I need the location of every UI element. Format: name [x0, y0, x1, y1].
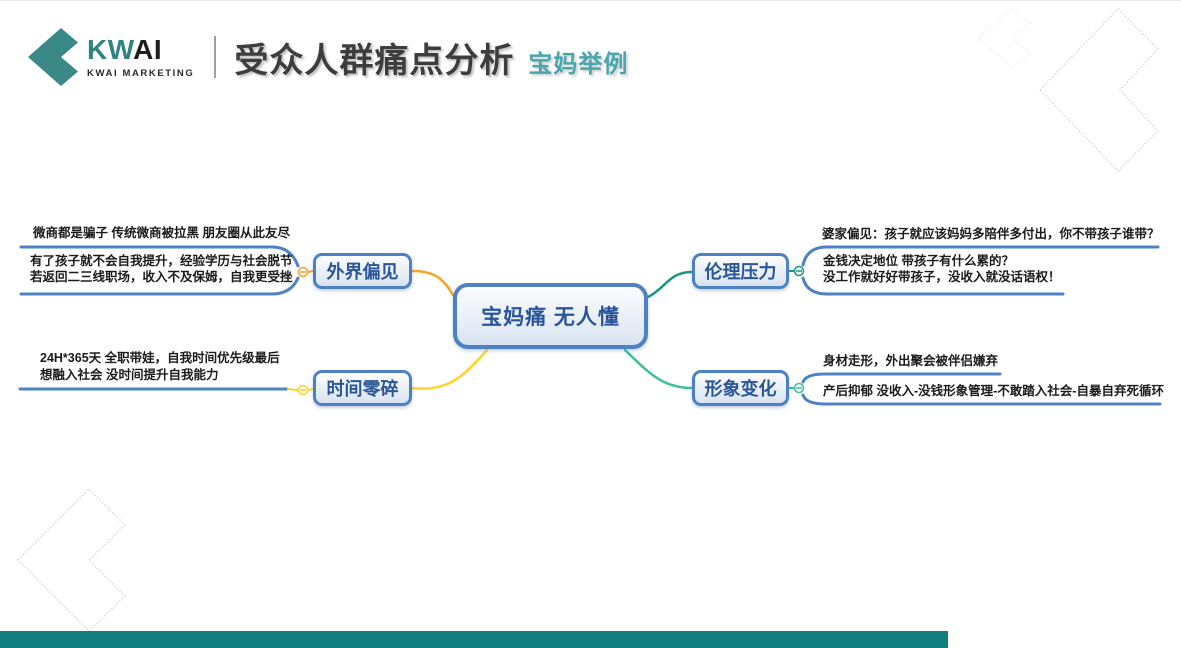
collapse-toggle-lunli[interactable]	[793, 265, 805, 277]
child-line: 没工作就好好带孩子，没收入就没话语权！	[823, 270, 1061, 284]
child-text-waijie-1: 微商都是骗子 传统微商被拉黑 朋友圈从此友尽	[33, 225, 290, 241]
mindmap-topic-lunli: 伦理压力	[692, 253, 789, 289]
header: KWAI KWAI MARKETING 受众人群痛点分析 宝妈举例	[28, 27, 628, 87]
brand-subtitle: KWAI MARKETING	[87, 67, 195, 79]
kwai-watermark-outline-bottomleft	[16, 487, 127, 633]
kwai-watermark-outline-topright	[1038, 7, 1160, 173]
mindmap-center-node: 宝妈痛 无人懂	[453, 283, 648, 349]
child-line: 身材走形，外出聚会被伴侣嫌弃	[823, 354, 999, 368]
child-text-waijie-2: 有了孩子就不会自我提升，经验学历与社会脱节若返回二三线职场，收入不及保姆，自我更…	[30, 253, 293, 285]
mindmap-topic-waijie: 外界偏见	[313, 253, 412, 289]
child-underline-waijie-1	[19, 245, 300, 268]
branch-curve-lunli	[646, 270, 694, 299]
kwai-logo-icon	[28, 28, 78, 86]
title-row: 受众人群痛点分析 宝妈举例	[234, 33, 628, 82]
mindmap-topic-xingxiang: 形象变化	[692, 370, 789, 406]
child-underline-xingxiang-1	[801, 372, 1002, 384]
child-underline-lunli-1	[801, 245, 1160, 267]
child-underline-waijie-2	[19, 276, 300, 296]
child-line: 金钱决定地位 带孩子有什么累的？	[823, 254, 1014, 268]
toggle-link-shijian-right	[307, 388, 314, 391]
child-text-lunli-2: 金钱决定地位 带孩子有什么累的？ 没工作就好好带孩子，没收入就没话语权！	[823, 253, 1061, 285]
child-line: 有了孩子就不会自我提升，经验学历与社会脱节	[30, 254, 293, 268]
branch-curve-xingxiang	[623, 348, 694, 390]
child-line: 婆家偏见：孩子就应该妈妈多陪伴多付出，你不带孩子谁带？	[822, 227, 1160, 241]
collapse-toggle-xingxiang[interactable]	[793, 382, 805, 394]
branch-curve-shijian	[408, 348, 489, 390]
child-underline-lunli-2	[801, 276, 1065, 296]
toggle-link-waijie	[307, 270, 314, 273]
brand-name: KWAI	[87, 33, 194, 65]
collapse-toggle-shijian[interactable]	[297, 384, 309, 396]
child-line: 产后抑郁 没收入-没钱形象管理-不敢踏入社会-自暴自弃死循环	[823, 384, 1164, 398]
brand-ai: AI	[133, 33, 163, 65]
brand-kw: KW	[87, 33, 134, 65]
child-line: 想融入社会 没时间提升自我能力	[40, 368, 219, 382]
header-divider	[214, 36, 217, 78]
page-title: 受众人群痛点分析	[234, 41, 515, 80]
child-underline-xingxiang-2	[801, 393, 1162, 406]
mindmap-topic-shijian: 时间零碎	[313, 370, 412, 406]
toggle-link-shijian-left	[286, 388, 299, 391]
child-text-xingxiang-2: 产后抑郁 没收入-没钱形象管理-不敢踏入社会-自暴自弃死循环	[823, 383, 1164, 399]
child-text-shijian-1: 24H*365天 全职带娃，自我时间优先级最后想融入社会 没时间提升自我能力	[40, 350, 280, 384]
footer-accent-bar	[0, 631, 948, 648]
child-text-xingxiang-1: 身材走形，外出聚会被伴侣嫌弃	[823, 353, 998, 369]
child-text-lunli-1: 婆家偏见：孩子就应该妈妈多陪伴多付出，你不带孩子谁带？	[822, 226, 1160, 242]
page-subtitle: 宝妈举例	[528, 50, 629, 78]
branch-curve-waijie	[410, 269, 457, 300]
kwai-watermark-outline-small	[976, 8, 1032, 68]
collapse-toggle-waijie[interactable]	[297, 266, 309, 278]
child-line: 24H*365天 全职带娃，自我时间优先级最后	[40, 351, 280, 365]
kwai-wordmark: KWAI KWAI MARKETING	[87, 33, 195, 79]
child-line: 若返回二三线职场，收入不及保姆，自我更受挫	[30, 270, 293, 284]
child-line: 微商都是骗子 传统微商被拉黑 朋友圈从此友尽	[33, 226, 290, 240]
